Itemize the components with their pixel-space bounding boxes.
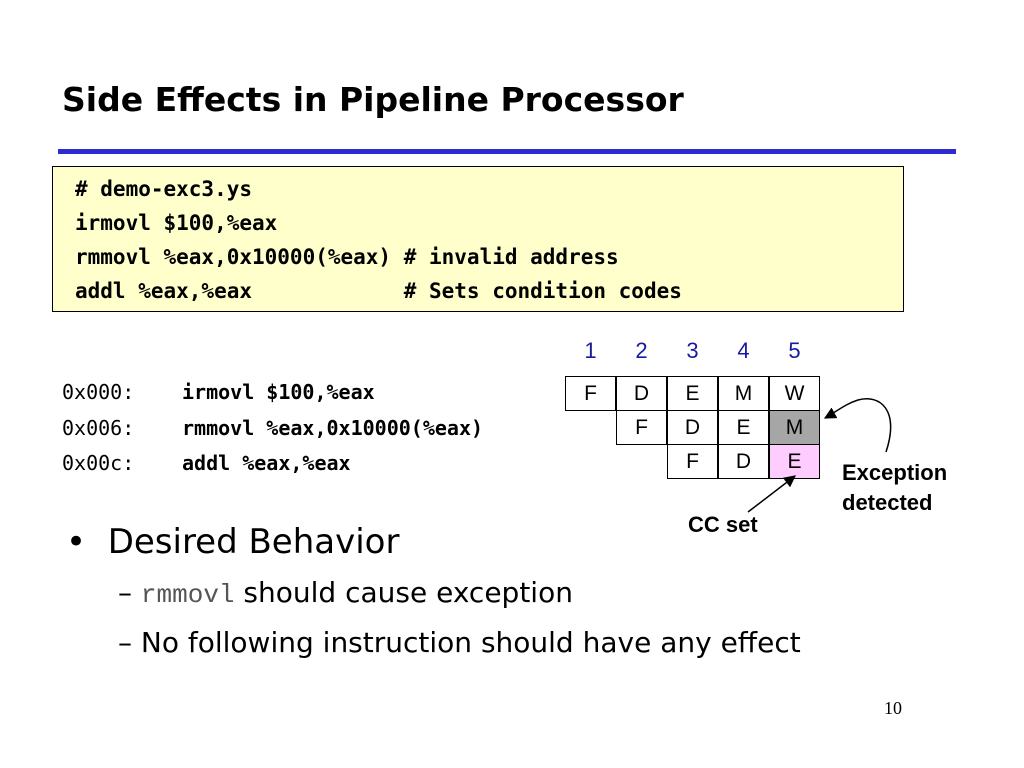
exception-arrow [823, 398, 892, 453]
cycle-number-4: 4 [737, 338, 750, 363]
inline-code-rmmovl: rmmovl [140, 580, 235, 610]
bullet-main-text: Desired Behavior [107, 522, 400, 562]
code-line-3: rmmovl %eax,0x10000(%eax) # invalid addr… [75, 245, 619, 269]
bullet-desired-behavior: • Desired Behavior [66, 522, 399, 562]
cycle-number-2: 2 [635, 338, 648, 363]
cycle-number-5: 5 [788, 338, 801, 363]
code-box: # demo-exc3.ys irmovl $100,%eax rmmovl %… [52, 166, 904, 312]
program-instr-2: rmmovl %eax,0x10000(%eax) [182, 416, 484, 440]
code-line-4: addl %eax,%eax # Sets condition codes [75, 279, 682, 303]
cc-set-callout: CC set [688, 512, 758, 537]
pipeline-cell-r2-c2: F [616, 410, 667, 445]
code-line-2: irmovl $100,%eax [75, 211, 278, 235]
sub-bullet-1: – rmmovl should cause exception [118, 576, 573, 610]
pipeline-cell-cc-set: E [769, 444, 820, 479]
bullet-dot-icon: • [66, 522, 87, 562]
slide-title: Side Effects in Pipeline Processor [62, 80, 684, 119]
page-number: 10 [884, 698, 902, 718]
sub-bullet-2: – No following instruction should have a… [118, 626, 801, 659]
dash-icon: – [118, 576, 132, 609]
cc-set-arrow [747, 475, 796, 513]
pipeline-cell-r1-c1: F [565, 376, 616, 411]
title-underline [58, 149, 956, 154]
program-addr-1: 0x000: [62, 380, 135, 404]
program-addr-2: 0x006: [62, 416, 135, 440]
cycle-number-1: 1 [584, 338, 597, 363]
cycle-number-3: 3 [686, 338, 699, 363]
exception-callout-line2: detected [842, 490, 933, 515]
pipeline-cell-r3-c3: F [667, 444, 718, 479]
sub-bullet-2-text: No following instruction should have any… [140, 626, 801, 659]
sub-bullet-1-text: should cause exception [234, 576, 573, 609]
program-instr-1: irmovl $100,%eax [182, 380, 375, 404]
code-line-1: # demo-exc3.ys [75, 177, 253, 201]
program-addr-3: 0x00c: [62, 451, 135, 475]
dash-icon: – [118, 626, 132, 659]
program-instr-3: addl %eax,%eax [182, 451, 351, 475]
exception-callout-line1: Exception [842, 460, 948, 485]
pipeline-cell-r3-c4: D [718, 444, 769, 479]
